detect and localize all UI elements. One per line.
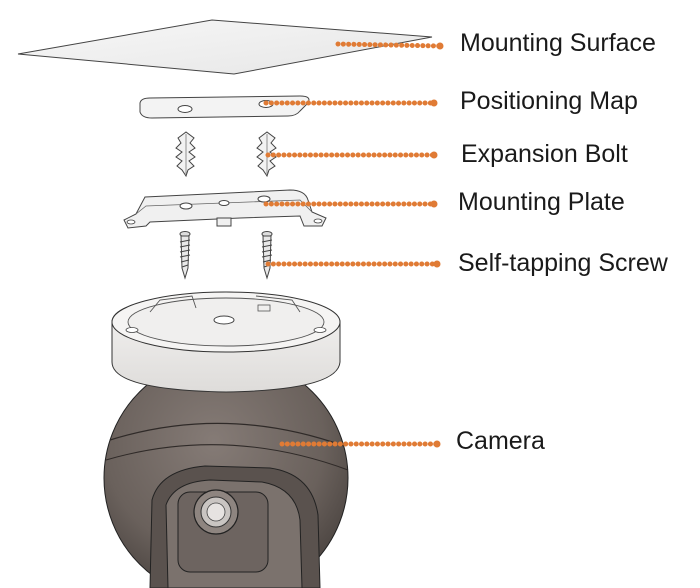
positioning-map-part — [139, 95, 310, 119]
label-expansion-bolt: Expansion Bolt — [461, 140, 628, 168]
self-tapping-screw-left — [179, 231, 191, 280]
label-camera: Camera — [456, 427, 545, 455]
camera-part — [103, 291, 349, 588]
label-self-tapping-screw: Self-tapping Screw — [458, 249, 668, 277]
label-mounting-plate: Mounting Plate — [458, 188, 625, 216]
mounting-plate-part — [123, 189, 327, 229]
label-positioning-map: Positioning Map — [460, 87, 638, 115]
leader-mounting-surface — [335, 41, 443, 49]
self-tapping-screw-right — [261, 231, 273, 280]
mounting-surface-part — [17, 19, 433, 75]
leader-end-dots — [430, 42, 444, 448]
leader-lines — [263, 41, 443, 447]
expansion-bolt-left — [175, 131, 196, 178]
label-mounting-surface: Mounting Surface — [460, 29, 656, 57]
